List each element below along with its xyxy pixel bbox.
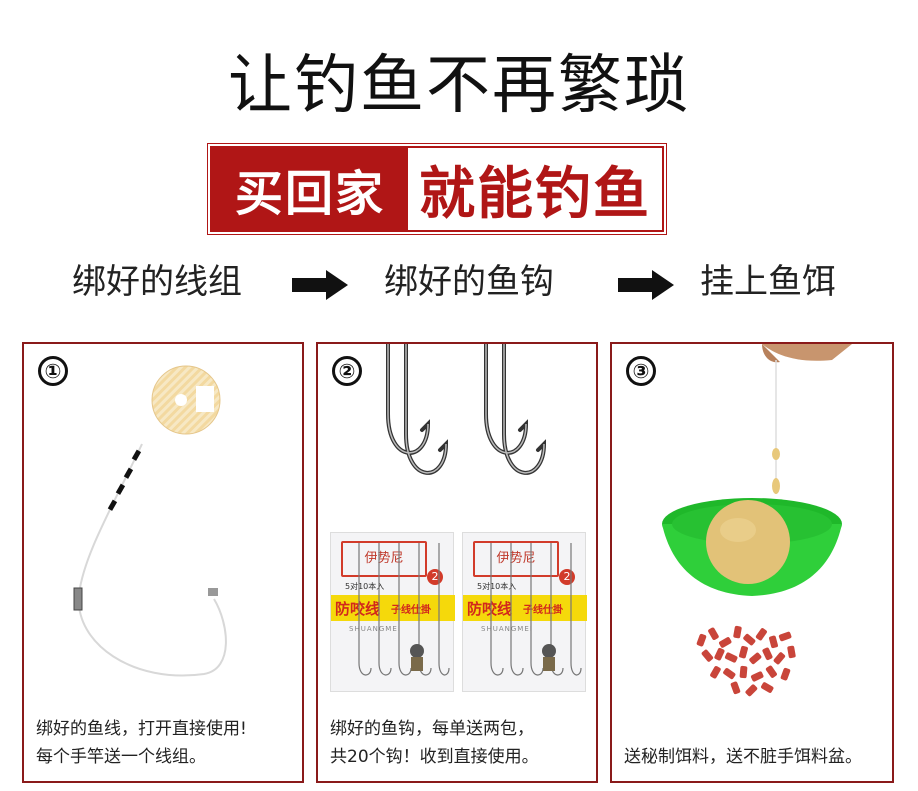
hook-package: 伊势尼 5对10本入 2 防咬线 子线仕掛 SHUANGMEI <box>330 532 455 692</box>
step-flow: 绑好的线组 绑好的鱼钩 挂上鱼饵 <box>0 250 918 314</box>
step-2-label: 绑好的鱼钩 <box>384 262 554 302</box>
step-1-label: 绑好的线组 <box>72 262 242 302</box>
caption-line: 共20个钩！收到直接使用。 <box>330 747 539 767</box>
right-arrow-icon <box>618 270 674 300</box>
package-count: 5对10本入 <box>345 582 385 591</box>
step-3-label: 挂上鱼饵 <box>700 262 836 302</box>
caption-line: 绑好的鱼线，打开直接使用! <box>36 719 247 739</box>
step-number-2: ② <box>332 356 362 386</box>
caption-line: 每个手竿送一个线组。 <box>36 747 206 767</box>
package-latin: SHUANGMEI <box>481 625 533 633</box>
caption-line: 绑好的鱼钩，每单送两包， <box>330 719 534 739</box>
step-number-3: ③ <box>626 356 656 386</box>
banner-right-text: 就能钓鱼 <box>408 148 662 230</box>
package-name: 防咬线 <box>335 600 381 618</box>
bait-and-bowl-image <box>662 344 852 697</box>
panel-1-caption: 绑好的鱼线，打开直接使用! 每个手竿送一个线组。 <box>36 715 294 771</box>
package-brand-tag: 伊势尼 <box>341 541 427 577</box>
package-subname: 子线仕掛 <box>391 605 431 616</box>
panel-2-caption: 绑好的鱼钩，每单送两包， 共20个钩！收到直接使用。 <box>330 715 588 771</box>
panel-hooks: ② 伊势尼 5对10本入 2 防咬线 子线仕掛 SHUANGMEI <box>316 342 598 783</box>
main-title: 让钓鱼不再繁琐 <box>228 49 690 123</box>
package-label-strip: 防咬线 子线仕掛 <box>331 595 455 621</box>
packaged-hooks-icon <box>490 543 582 676</box>
panel-3-caption: 送秘制饵料，送不脏手饵料盆。 <box>624 743 884 771</box>
fishing-hooks-image <box>386 344 547 475</box>
step-number-1: ① <box>38 356 68 386</box>
packaged-hooks-icon <box>358 543 450 676</box>
panel-line-set: ① 绑好的鱼线，打开直接使用! 每个手竿送一个线组。 <box>22 342 304 783</box>
package-brand-tag: 伊势尼 <box>473 541 559 577</box>
package-latin: SHUANGMEI <box>349 625 401 633</box>
banner-left-text: 买回家 <box>212 148 408 230</box>
caption-line: 送秘制饵料，送不脏手饵料盆。 <box>624 747 862 767</box>
package-count: 5对10本入 <box>477 582 517 591</box>
right-arrow-icon <box>292 270 348 300</box>
package-subname: 子线仕掛 <box>523 605 563 616</box>
package-label-strip: 防咬线 子线仕掛 <box>463 595 587 621</box>
promo-banner: 买回家 就能钓鱼 <box>210 146 664 232</box>
fishing-line-set-image <box>73 365 227 677</box>
package-name: 防咬线 <box>467 600 513 618</box>
panel-bait: ③ <box>610 342 894 783</box>
hook-package: 伊势尼 5对10本入 2 防咬线 子线仕掛 SHUANGMEI <box>462 532 587 692</box>
